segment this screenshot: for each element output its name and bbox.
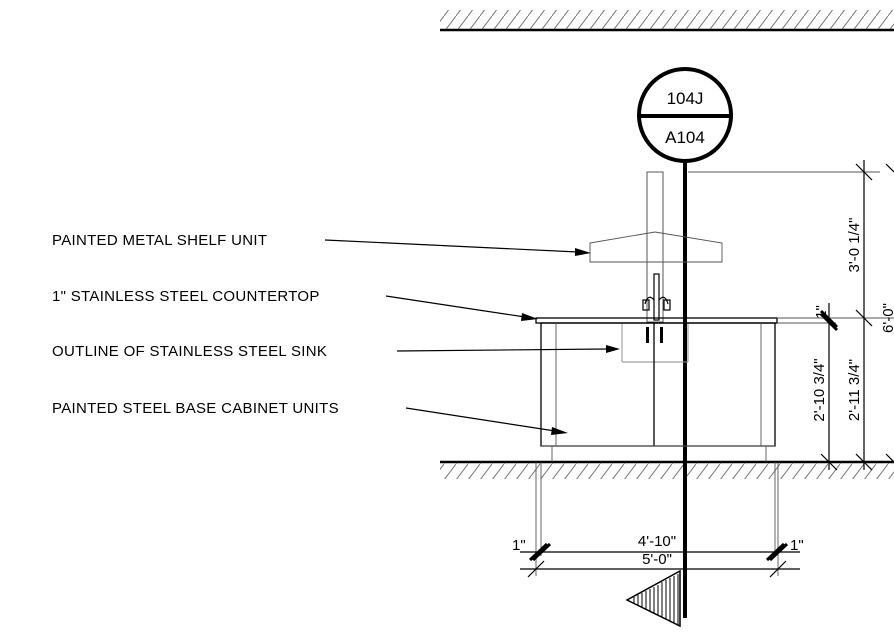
shelf-unit [589, 171, 723, 323]
section-tag: 104J A104 [637, 67, 733, 163]
callout-sink-outline: OUTLINE OF STAINLESS STEEL SINK [52, 343, 327, 360]
floor [440, 460, 894, 479]
callout-leaders [324, 239, 620, 435]
dim-right-offset: 1" [790, 537, 804, 554]
horizontal-dimensions [520, 462, 800, 578]
dim-above-counter: 3'-0 1/4" [846, 218, 863, 273]
view-direction-arrow [625, 569, 681, 628]
dim-countertop-thickness: 1" [813, 305, 830, 319]
cabinet-handle-right [660, 327, 663, 343]
dim-cabinet-height: 2'-10 3/4" [811, 358, 828, 421]
callout-base-cabinet: PAINTED STEEL BASE CABINET UNITS [52, 400, 339, 417]
sink-outline [621, 323, 689, 363]
section-tag-number: 104J [667, 89, 704, 108]
base-cabinet [540, 322, 776, 462]
ceiling [440, 10, 894, 32]
section-tag-sheet: A104 [665, 128, 705, 147]
callout-shelf-unit: PAINTED METAL SHELF UNIT [52, 232, 267, 249]
dim-overall-width: 5'-0" [642, 551, 672, 568]
dim-counter-height: 2'-11 3/4" [846, 359, 863, 421]
dim-cabinet-width: 4'-10" [638, 533, 676, 550]
faucet [642, 273, 671, 321]
dim-left-offset: 1" [512, 537, 526, 554]
vertical-dimensions [688, 160, 894, 471]
callout-countertop: 1" STAINLESS STEEL COUNTERTOP [52, 288, 320, 305]
dim-total-height: 6'-0" [880, 303, 894, 333]
cabinet-handle-left [646, 327, 649, 343]
